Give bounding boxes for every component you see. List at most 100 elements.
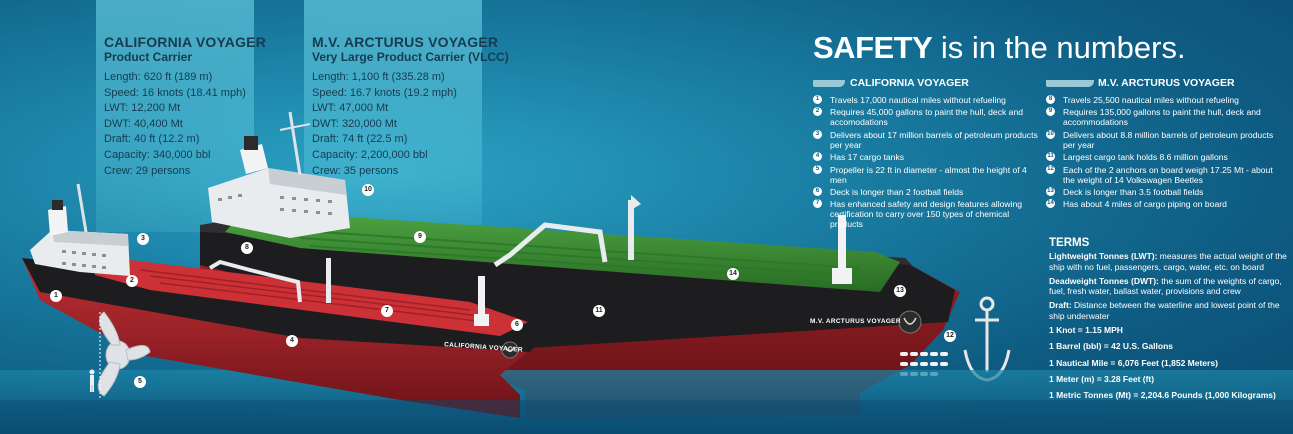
fact-text: Deck is longer than 3.5 football fields [1063, 186, 1204, 197]
spec-line: Crew: 35 persons [312, 164, 399, 177]
headline: SAFETY is in the numbers. [813, 30, 1186, 66]
fact-number: 6 [813, 186, 822, 196]
marker-10: 10 [362, 184, 374, 196]
spec-line: Capacity: 340,000 bbl [104, 148, 211, 161]
marker-5: 5 [134, 376, 146, 388]
fact-text: Travels 25,500 nautical miles without re… [1063, 95, 1239, 105]
spec-line: Speed: 16 knots (18.41 mph) [104, 86, 246, 99]
conversion: 1 Knot = 1.15 MPH [1049, 325, 1123, 336]
spec-line: DWT: 320,000 Mt [312, 117, 397, 130]
fact-text: Requires 135,000 gallons to paint the hu… [1063, 107, 1261, 128]
spec-line: LWT: 12,200 Mt [104, 102, 181, 115]
fact-text: Deck is longer than 2 football fields [830, 186, 964, 197]
marker-13: 13 [894, 285, 906, 297]
fact-number: 4 [813, 152, 822, 162]
spec-line: Capacity: 2,200,000 bbl [312, 148, 428, 161]
marker-1: 1 [50, 290, 62, 302]
fact-number: 1 [813, 95, 822, 104]
spec-line: Length: 1,100 ft (335.28 m) [312, 71, 445, 83]
ship-type: Very Large Product Carrier (VLCC) [312, 50, 509, 64]
definition: Lightweight Tonnes (LWT): measures the a… [1049, 251, 1289, 272]
fact-number: 10 [1046, 129, 1055, 139]
fact-number: 12 [1046, 164, 1055, 174]
marker-2: 2 [126, 275, 138, 287]
fact-number: 5 [813, 164, 822, 174]
anchor-icon [963, 296, 1011, 382]
terms-panel: TERMS Lightweight Tonnes (LWT): measures… [1049, 237, 1289, 407]
fact-number: 14 [1046, 199, 1055, 209]
list-item: 6 Deck is longer than 2 football fields [813, 186, 1041, 197]
list-item: 8 Travels 25,500 nautical miles without r… [1046, 95, 1286, 105]
list-item: 10 Delivers about 8.8 million barrels of … [1046, 129, 1286, 150]
marker-6: 6 [511, 319, 523, 331]
person-icon [89, 369, 95, 392]
spec-line: Speed: 16.7 knots (19.2 mph) [312, 86, 457, 99]
facts-arcturus: 8 Travels 25,500 nautical miles without r… [1046, 95, 1286, 212]
fact-number: 2 [813, 107, 822, 117]
spec-line: Draft: 74 ft (22.5 m) [312, 133, 408, 146]
definition-term: Draft: [1049, 300, 1072, 311]
list-item: 14 Has about 4 miles of cargo piping on b… [1046, 199, 1286, 209]
list-item: 2 Requires 45,000 gallons to paint the hu… [813, 107, 1041, 127]
spec-line: LWT: 47,000 Mt [312, 102, 389, 115]
spec-panel-arcturus: M.V. ARCTURUS VOYAGER Very Large Product… [312, 34, 509, 179]
marker-8: 8 [241, 242, 253, 254]
fact-text: Requires 45,000 gallons to paint the hul… [830, 107, 1024, 128]
spec-line: DWT: 40,400 Mt [104, 117, 183, 130]
spec-line: Crew: 29 persons [104, 164, 191, 177]
spec-line: Length: 620 ft (189 m) [104, 71, 213, 83]
marker-3: 3 [137, 233, 149, 245]
definition-text: measures the actual weight of the ship w… [1049, 251, 1287, 272]
fact-text: Delivers about 8.8 million barrels of pe… [1063, 129, 1274, 150]
conversion: 1 Nautical Mile = 6,076 Feet (1,852 Mete… [1049, 357, 1218, 368]
fact-text: Propeller is 22 ft in diameter - almost … [830, 164, 1027, 185]
list-item: 5 Propeller is 22 ft in diameter - almost… [813, 164, 1041, 185]
fact-text: Largest cargo tank holds 8.6 million gal… [1063, 152, 1228, 163]
fact-text: Has enhanced safety and design features … [830, 199, 1023, 230]
definition-text: the sum of the weights of cargo, fuel, f… [1049, 275, 1282, 297]
list-item: 12 Each of the 2 anchors on board weigh 1… [1046, 164, 1286, 185]
marker-9: 9 [414, 231, 426, 243]
california-ship [22, 183, 548, 418]
terms-title: TERMS [1049, 237, 1090, 249]
list-item: 4 Has 17 cargo tanks [813, 152, 1041, 162]
fact-text: Delivers about 17 million barrels of pet… [830, 129, 1038, 150]
hull-name-arcturus: M.V. ARCTURUS VOYAGER [810, 318, 901, 325]
ship-silhouette-icon [813, 80, 845, 87]
definition: Deadweight Tonnes (DWT): the sum of the … [1049, 276, 1289, 297]
definition: Draft: Distance between the waterline an… [1049, 300, 1289, 321]
fact-number: 7 [813, 199, 822, 209]
marker-12: 12 [944, 330, 956, 342]
ship-type: Product Carrier [104, 50, 193, 64]
marker-14: 14 [727, 268, 739, 280]
definition-term: Lightweight Tonnes (LWT): [1049, 251, 1158, 262]
definition-term: Deadweight Tonnes (DWT): [1049, 275, 1159, 286]
list-item: 7 Has enhanced safety and design features… [813, 199, 1041, 229]
conversion: 1 Meter (m) = 3.28 Feet (ft) [1049, 373, 1155, 384]
fact-text: Has 17 cargo tanks [830, 152, 905, 163]
ship-silhouette-icon [1046, 80, 1094, 87]
fact-text: Each of the 2 anchors on board weigh 17.… [1063, 164, 1273, 185]
definition-text: Distance between the waterline and lowes… [1049, 300, 1280, 321]
marker-11: 11 [593, 305, 605, 317]
conversion: 1 Metric Tonnes (Mt) = 2,204.6 Pounds (1… [1049, 390, 1276, 401]
fact-number: 8 [1046, 95, 1055, 104]
marker-4: 4 [286, 335, 298, 347]
column-title-arcturus: M.V. ARCTURUS VOYAGER [1098, 77, 1235, 89]
conversion: 1 Barrel (bbl) = 42 U.S. Gallons [1049, 341, 1173, 352]
ship-name: CALIFORNIA VOYAGER [104, 34, 267, 50]
column-title-california: CALIFORNIA VOYAGER [850, 77, 969, 89]
fact-number: 9 [1046, 107, 1055, 117]
spec-panel-california: CALIFORNIA VOYAGER Product Carrier Lengt… [104, 34, 266, 179]
spec-line: Draft: 40 ft (12.2 m) [104, 133, 200, 146]
list-item: 9 Requires 135,000 gallons to paint the h… [1046, 107, 1286, 127]
fact-text: Has about 4 miles of cargo piping on boa… [1063, 199, 1227, 210]
ship-name: M.V. ARCTURUS VOYAGER [312, 34, 499, 50]
